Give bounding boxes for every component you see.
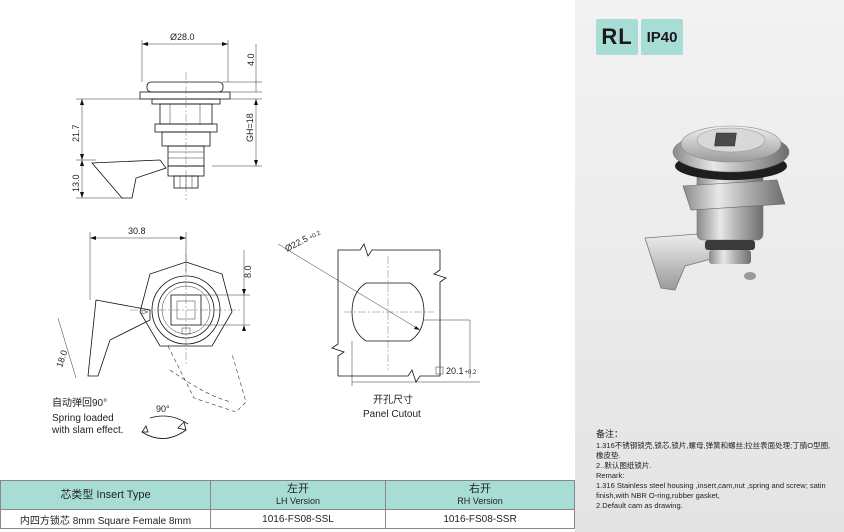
product-photo	[644, 125, 790, 291]
header-rh-en: RH Version	[457, 496, 503, 506]
header-rh-cn: 右开	[469, 483, 491, 495]
front-view: 30.8 8.0 18.0 90°	[54, 226, 253, 439]
panel-cutout: Ø22.5+0.2 20.1+0.2	[277, 227, 480, 386]
dim-width-308: 30.8	[128, 226, 146, 236]
remarks-cn-1: 1.316不锈钢锁壳,锁芯,锁片,螺母,弹簧和螺丝;拉丝表面处理;丁腈O型圈,橡…	[596, 441, 831, 460]
spring-caption-en: Spring loaded with slam effect.	[52, 413, 124, 436]
svg-text:20.1+0.2: 20.1+0.2	[446, 366, 477, 376]
remarks-cn-2: 2..默认图纸锁片.	[596, 461, 652, 470]
dim-top-dia: Ø28.0	[170, 32, 195, 42]
header-lh: 左开 LH Version	[210, 480, 386, 510]
cutout-caption-cn: 开孔尺寸	[373, 395, 413, 406]
dim-angle-90: 90°	[156, 404, 170, 414]
remarks-cn-title: 备注：	[596, 429, 624, 439]
remarks-en-1: 1.316 Stainless steel housing ,insert,ca…	[596, 481, 826, 500]
product-panel: RL IP40	[575, 0, 844, 532]
dim-cutout-dia-tol: +0.2	[309, 230, 323, 241]
remarks: 备注： 1.316不锈钢锁壳,锁芯,锁片,螺母,弹簧和螺丝;拉丝表面处理;丁腈O…	[596, 429, 836, 511]
badge-ip40: IP40	[641, 19, 683, 55]
dim-height-18: 18.0	[54, 349, 69, 369]
svg-text:Ø22.5+0.2: Ø22.5+0.2	[283, 227, 322, 254]
table-row: 内四方锁芯 8mm Square Female 8mm 1016-FS08-SS…	[0, 509, 575, 529]
cell-insert: 内四方锁芯 8mm Square Female 8mm	[0, 509, 211, 529]
dim-height-217: 21.7	[71, 124, 81, 142]
dim-cutout-dia: Ø22.5	[283, 233, 309, 253]
header-rh: 右开 RH Version	[385, 480, 575, 510]
cell-lh: 1016-FS08-SSL	[210, 509, 386, 529]
spec-table: 芯类型 Insert Type 左开 LH Version 右开 RH Vers…	[0, 480, 575, 529]
technical-drawing: Ø28.0 4.0 GH=18	[54, 32, 480, 439]
cutout-caption-en: Panel Cutout	[363, 409, 421, 420]
dim-gh: GH=18	[245, 113, 255, 142]
dim-cutout-square-tol: +0.2	[465, 370, 478, 376]
dim-cutout-square: 20.1	[446, 366, 464, 376]
table-header-row: 芯类型 Insert Type 左开 LH Version 右开 RH Vers…	[0, 480, 575, 510]
remarks-en-title: Remark:	[596, 471, 625, 480]
spring-caption-cn: 自动弹回90°	[52, 398, 108, 409]
dim-height-4: 4.0	[246, 53, 256, 66]
header-lh-en: LH Version	[275, 496, 321, 506]
dim-height-8: 8.0	[243, 265, 253, 278]
header-insert-type: 芯类型 Insert Type	[0, 480, 211, 510]
remarks-en-2: 2.Default cam as drawing.	[596, 501, 683, 510]
badge-rl: RL	[596, 19, 638, 55]
cell-rh: 1016-FS08-SSR	[385, 509, 575, 529]
header-lh-cn: 左开	[287, 483, 309, 495]
dim-height-13: 13.0	[71, 174, 81, 192]
side-view: Ø28.0 4.0 GH=18	[71, 32, 262, 200]
